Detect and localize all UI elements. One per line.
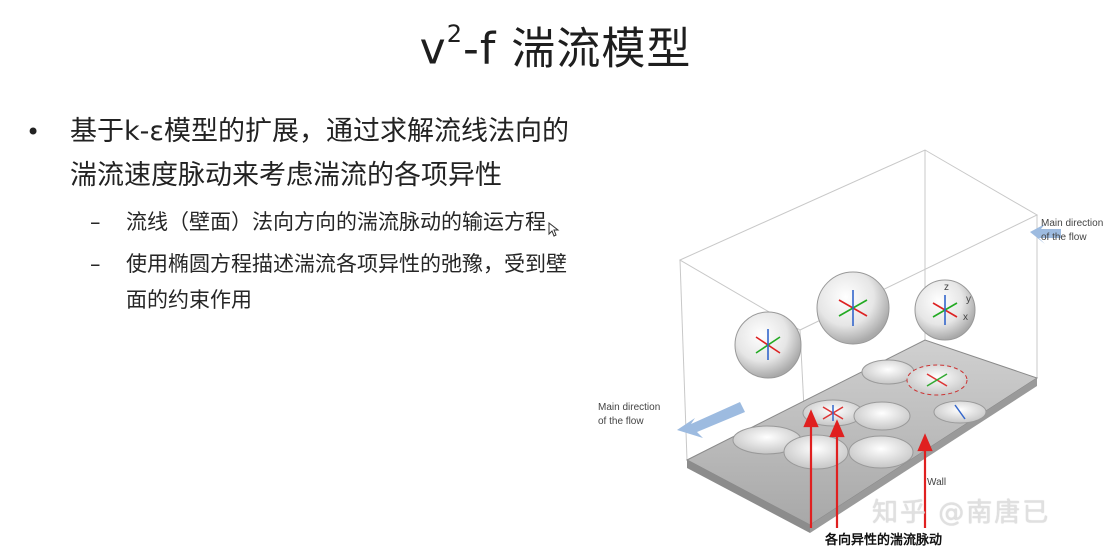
slide-title: v2-f 湍流模型 — [0, 8, 1111, 82]
flow-label-right-line2: of the flow — [1041, 232, 1087, 243]
sphere-axes — [755, 290, 958, 360]
axis-z-label: z — [944, 282, 949, 293]
watermark: 知乎 @南唐已 — [872, 498, 1051, 528]
sub-bullet-dash: – — [90, 210, 101, 234]
bullet-dot: • — [26, 118, 41, 146]
wall-label: Wall — [927, 477, 946, 488]
flow-label-left-line1: Main direction — [598, 402, 660, 413]
sub-bullet-text: 流线（壁面）法向方向的湍流脉动的输运方程 — [126, 210, 546, 234]
bullet-text: 基于k-ε模型的扩展，通过求解流线法向的湍流速度脉动来考虑湍流的各项异性 — [70, 116, 569, 191]
title-superscript: 2 — [446, 20, 463, 48]
bullet-list: • 基于k-ε模型的扩展，通过求解流线法向的湍流速度脉动来考虑湍流的各项异性 –… — [24, 110, 584, 318]
sub-bullet-item: – 流线（壁面）法向方向的湍流脉动的输运方程 — [24, 204, 584, 240]
anisotropy-figure: z y x Main direction of the flow Main di… — [598, 149, 1103, 548]
title-rest: -f 湍流模型 — [462, 23, 692, 75]
surface-ellipses — [732, 359, 987, 470]
ellipse-axes — [822, 373, 966, 421]
axis-y-label: y — [966, 294, 971, 305]
red-pointer-arrows — [803, 409, 933, 528]
flow-label-left-line2: of the flow — [598, 416, 644, 427]
figure-caption: 各向异性的湍流脉动 — [824, 532, 942, 548]
axis-x-label: x — [963, 312, 968, 323]
bullet-item: • 基于k-ε模型的扩展，通过求解流线法向的湍流速度脉动来考虑湍流的各项异性 — [24, 110, 584, 198]
sub-bullet-dash: – — [90, 252, 101, 276]
flow-arrow-right-icon — [1030, 224, 1061, 244]
mouse-cursor-icon — [548, 222, 560, 237]
flow-label-right-line1: Main direction — [1041, 218, 1103, 229]
sub-bullet-text: 使用椭圆方程描述湍流各项异性的弛豫，受到壁面的约束作用 — [126, 252, 567, 312]
flow-arrow-left-icon — [677, 402, 745, 438]
title-main: v — [419, 23, 447, 75]
sub-bullet-item: – 使用椭圆方程描述湍流各项异性的弛豫，受到壁面的约束作用 — [24, 246, 584, 318]
